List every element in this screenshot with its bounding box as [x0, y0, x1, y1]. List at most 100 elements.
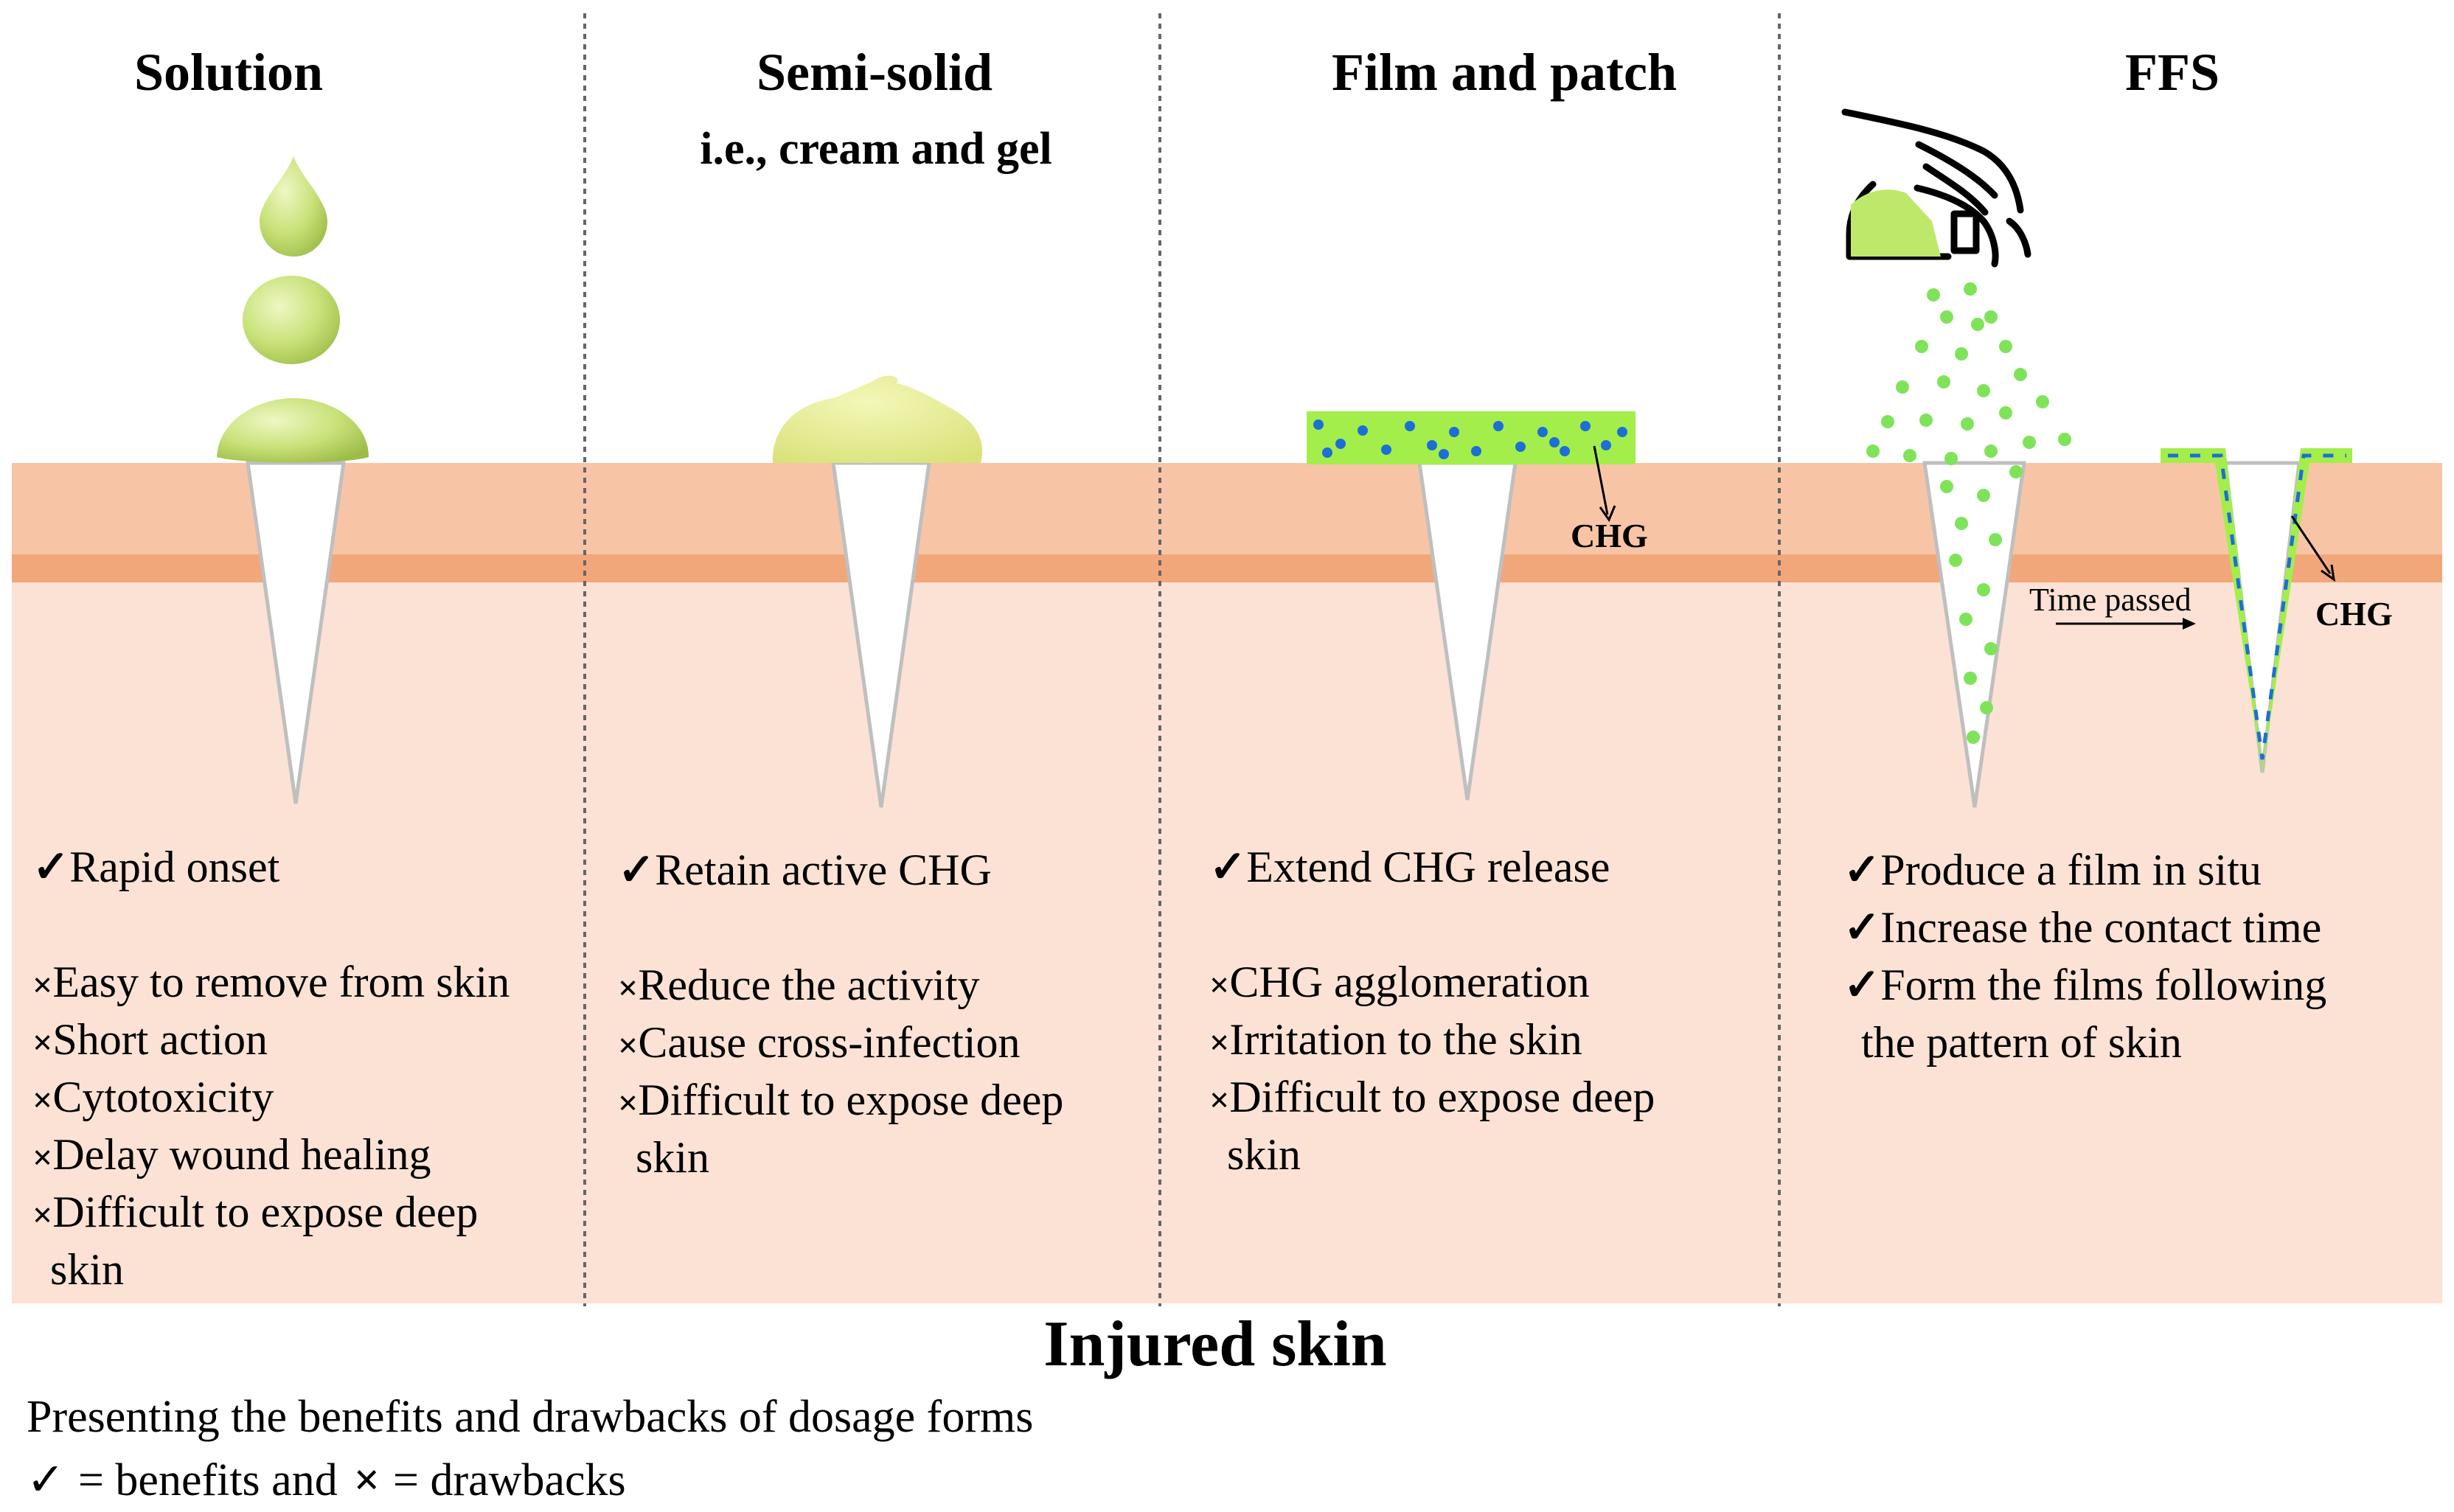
caption-line-2: ✓= benefits and×= drawbacks: [27, 1455, 626, 1505]
patch-dots: [1313, 419, 1627, 459]
caption-line-1: Presenting the benefits and drawbacks of…: [27, 1392, 1033, 1442]
spray-particle: [1967, 731, 1980, 744]
spray-particle: [1977, 583, 1990, 596]
spray-particle: [1955, 517, 1968, 530]
benefit-symbol: ✓: [1843, 846, 1880, 894]
patch-dot: [1601, 440, 1611, 450]
spray-particle: [1919, 414, 1933, 427]
patch-dot: [1580, 421, 1591, 431]
benefit-item-col4: ✓Produce a film in situ: [1843, 846, 2262, 894]
patch-dot: [1515, 442, 1526, 452]
drawback-item-col1: ×Difficult to expose deep: [32, 1188, 478, 1236]
benefit-item-col3: ✓Extend CHG release: [1209, 843, 1610, 891]
column-title-film: Film and patch: [1332, 43, 1677, 102]
patch-dot: [1471, 446, 1481, 456]
column-dividers: [583, 13, 1781, 1306]
spray-particle: [1984, 642, 1998, 655]
drawback-symbol: ×: [618, 1084, 638, 1123]
benefit-symbol: ✓: [1843, 961, 1880, 1009]
patch-dot: [1358, 425, 1368, 436]
drawback-text: Difficult to expose deep: [52, 1188, 478, 1236]
drawback-item-col2: ×Reduce the activity: [618, 961, 980, 1009]
spray-can-icon: [1851, 189, 1941, 257]
drawback-symbol: ×: [618, 969, 638, 1008]
column-title-ffs: FFS: [2125, 43, 2220, 102]
drawback-symbol: ×: [32, 1196, 52, 1235]
drawback-text: Reduce the activity: [638, 961, 979, 1009]
spray-particle: [1999, 340, 2012, 353]
spray-particle: [1903, 449, 1916, 462]
injured-skin-title: Injured skin: [1043, 1309, 1386, 1380]
patch-dot: [1549, 437, 1560, 447]
drawback-item-col1: ×Delay wound healing: [32, 1130, 431, 1179]
spray-particles: [1866, 282, 2071, 744]
patch-dot: [1493, 421, 1504, 431]
drawback-text: Delay wound healing: [52, 1130, 431, 1179]
chg-arrow-4: [2290, 515, 2332, 574]
spray-particle: [1949, 554, 1962, 567]
benefit-text: Retain active CHG: [655, 846, 992, 894]
patch-dot: [1322, 447, 1332, 458]
ffs-illustration: Time passed CHG: [1841, 108, 2393, 773]
spray-particle: [1940, 310, 1953, 324]
patch-dot: [1617, 427, 1627, 437]
chg-arrow-3: [1593, 445, 1609, 515]
drawback-symbol: ×: [618, 1026, 638, 1065]
caption-benefit-symbol: ✓: [27, 1455, 65, 1505]
spray-particle: [2014, 368, 2027, 381]
spray-particle: [1881, 415, 1894, 428]
chg-arrow-head-3: [1599, 505, 1616, 523]
time-arrow-head: [2183, 618, 2196, 630]
chg-arrow-head-4: [2321, 564, 2336, 582]
skin-band-layer: [12, 554, 2442, 582]
patch-dot: [1537, 427, 1548, 437]
cream-blob-icon: [772, 375, 983, 463]
patch-dot: [1335, 439, 1346, 449]
chg-label-film: CHG: [1571, 517, 1648, 554]
skin-layers: [12, 463, 2442, 1303]
spray-particle: [1984, 310, 1998, 324]
drawback-item-col3: skin: [1227, 1130, 1301, 1179]
film-patch-rect: [1307, 411, 1636, 464]
patch-dot: [1439, 449, 1449, 459]
drawback-item-col1: ×Easy to remove from skin: [32, 958, 510, 1006]
spray-particle: [1980, 701, 1993, 714]
chg-label-ffs: CHG: [2315, 595, 2393, 633]
spray-particle: [1989, 533, 2002, 546]
skin-lower-layer: [12, 582, 2442, 1303]
benefit-text: Extend CHG release: [1246, 843, 1610, 891]
wound-1: [246, 461, 346, 804]
spray-particle: [2058, 433, 2071, 446]
spray-particle: [1971, 318, 1984, 331]
drawback-symbol: ×: [1209, 1081, 1229, 1120]
drawback-symbol: ×: [1209, 1023, 1229, 1062]
benefit-symbol: ✓: [618, 846, 655, 894]
spray-particle: [1977, 489, 1990, 502]
benefit-text: Produce a film in situ: [1880, 846, 2262, 894]
spray-particle: [2009, 465, 2023, 478]
wound-4: [1922, 461, 2026, 808]
drawback-text: Short action: [52, 1015, 268, 1064]
wounds: [246, 461, 2026, 808]
drawback-text: skin: [50, 1245, 124, 1294]
patch-dot: [1449, 427, 1459, 437]
benefit-item-col4: the pattern of skin: [1861, 1018, 2182, 1067]
drawback-item-col1: ×Cytotoxicity: [32, 1073, 274, 1121]
column-title-semisolid: Semi-solid: [757, 43, 993, 102]
caption-drawback-symbol: ×: [354, 1455, 380, 1505]
column-subtitle-semisolid: i.e., cream and gel: [700, 124, 1052, 174]
drawback-text: skin: [1227, 1130, 1301, 1179]
spray-particle: [1964, 672, 1977, 685]
patch-dot: [1381, 445, 1391, 455]
falling-drop-icon: [260, 156, 327, 257]
solution-drops-illustration: [217, 156, 369, 463]
benefit-text: the pattern of skin: [1861, 1018, 2182, 1067]
benefit-item-col2: ✓Retain active CHG: [618, 846, 992, 894]
spray-particle: [1896, 380, 1909, 394]
patch-dot: [1405, 421, 1415, 431]
drawback-text: Difficult to expose deep: [638, 1076, 1063, 1124]
drawback-text: Cytotoxicity: [52, 1073, 274, 1121]
spray-particle: [2036, 395, 2049, 408]
spread-drop-icon: [217, 398, 369, 463]
